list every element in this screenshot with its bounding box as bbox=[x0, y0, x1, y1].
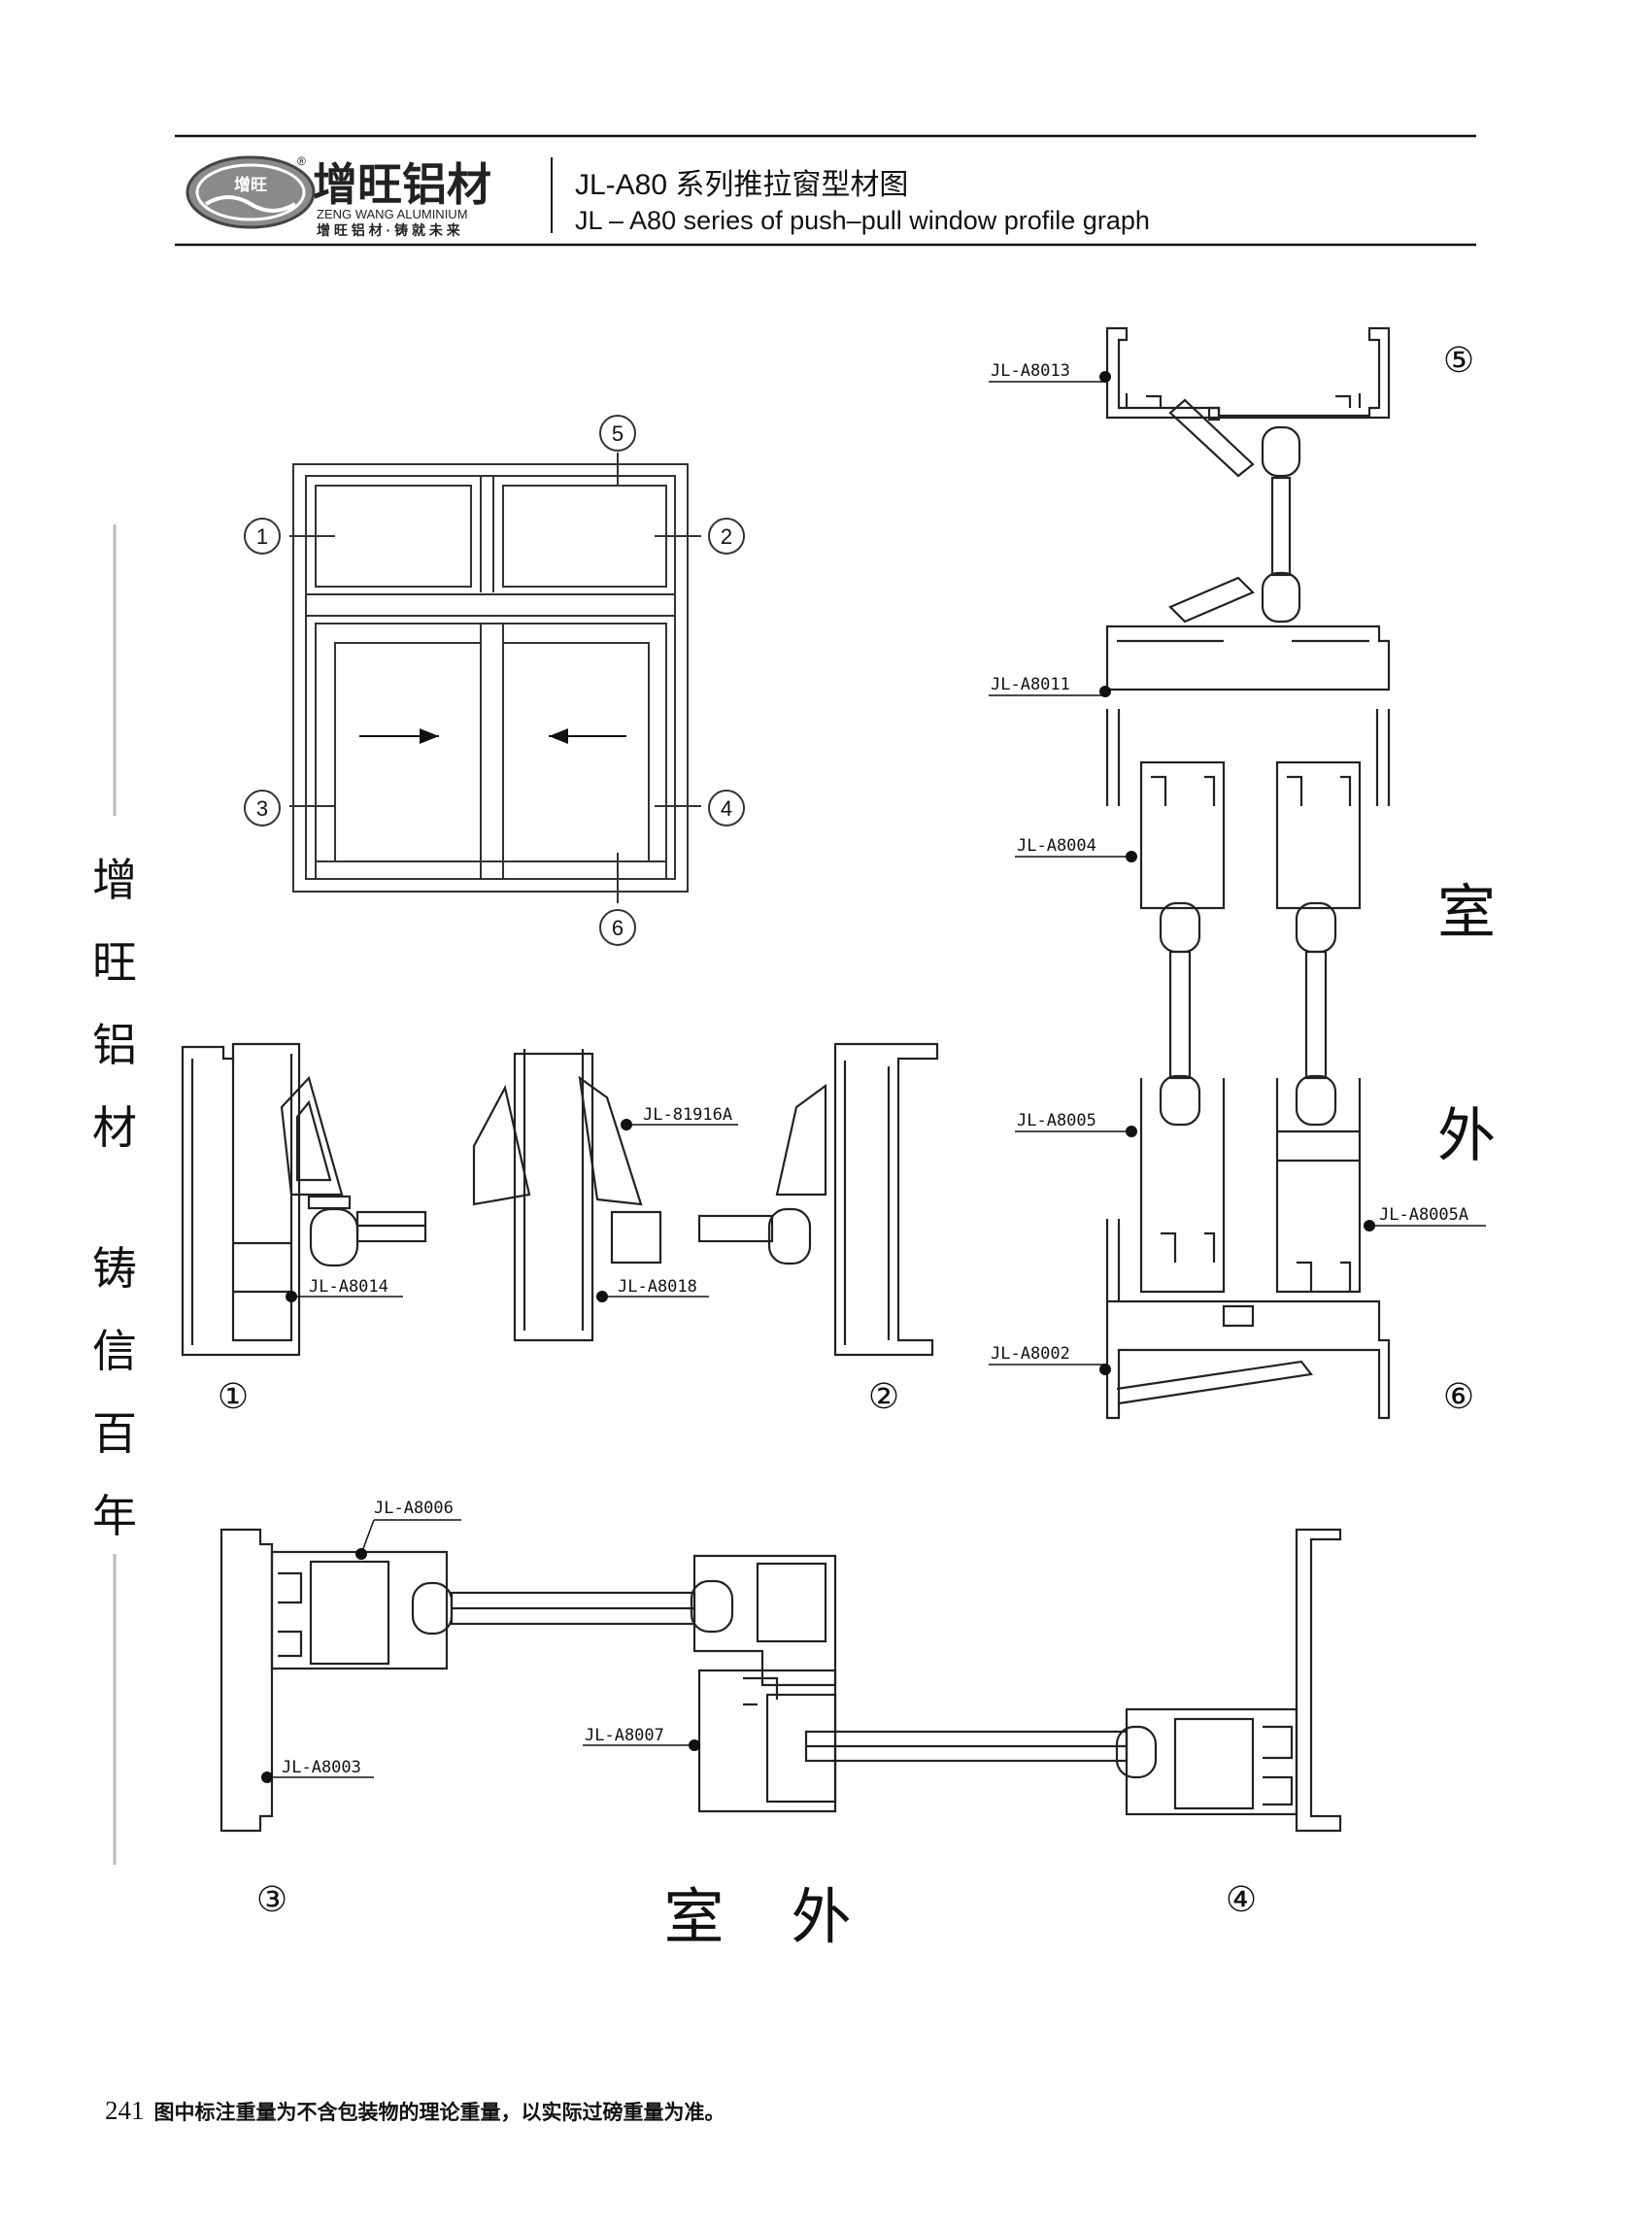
window-elevation bbox=[289, 453, 701, 903]
callout-5-number: 5 bbox=[612, 422, 624, 446]
transom-labels: JL-A8014 JL-A8018 JL-81916A bbox=[286, 1105, 738, 1302]
label-jl-a8005a: JL-A8005A bbox=[1379, 1205, 1468, 1225]
label-jl-a8011: JL-A8011 bbox=[991, 675, 1070, 694]
callout-1 bbox=[244, 518, 281, 555]
label-jl-81916a: JL-81916A bbox=[643, 1105, 732, 1125]
outdoor-label-vertical-1: 室 bbox=[1437, 880, 1496, 945]
jamb-section bbox=[219, 1528, 1342, 1833]
brand-name-en: ZENG WANG ALUMINIUM bbox=[317, 207, 468, 221]
section-marker-4: ④ bbox=[1226, 1880, 1257, 1919]
header: 增旺 ® 增旺铝材 ZENG WANG ALUMINIUM 增 旺 铝 材 · … bbox=[175, 134, 1476, 247]
callout-4-number: 4 bbox=[721, 796, 732, 821]
side-char-2: 旺 bbox=[92, 936, 137, 989]
outdoor-label-vertical-2: 外 bbox=[1437, 1103, 1496, 1168]
callout-4 bbox=[708, 790, 745, 826]
outdoor-label-horizontal: 室 外 bbox=[664, 1884, 852, 1951]
label-jl-a8003: JL-A8003 bbox=[282, 1758, 361, 1777]
window-callout-numbers: 5 1 2 3 4 6 bbox=[256, 422, 732, 940]
vertical-labels: JL-A8013 JL-A8011 JL-A8004 JL-A8005 JL-A… bbox=[989, 361, 1486, 1375]
callout-1-number: 1 bbox=[256, 524, 268, 549]
side-char-3: 铝 bbox=[92, 1019, 137, 1071]
weight-note: 图中标注重量为不含包装物的理论重量，以实际过磅重量为准。 bbox=[153, 2101, 725, 2124]
logo-mark: 增旺 bbox=[234, 175, 267, 194]
section-marker-6: ⑥ bbox=[1443, 1377, 1474, 1416]
label-jl-a8006: JL-A8006 bbox=[374, 1499, 454, 1518]
side-char-6: 信 bbox=[92, 1325, 137, 1377]
side-char-4: 材 bbox=[92, 1101, 137, 1154]
label-jl-a8013: JL-A8013 bbox=[991, 361, 1070, 381]
side-char-7: 百 bbox=[92, 1407, 137, 1460]
brand-logo: 增旺 bbox=[185, 155, 316, 229]
jamb-labels: JL-A8006 JL-A8003 JL-A8007 bbox=[261, 1499, 700, 1783]
callout-2-number: 2 bbox=[721, 524, 732, 549]
brand-slogan: 增 旺 铝 材 · 铸 就 未 来 bbox=[317, 222, 461, 238]
side-char-8: 年 bbox=[92, 1490, 137, 1542]
callout-2 bbox=[708, 518, 745, 555]
section-marker-5: ⑤ bbox=[1443, 341, 1474, 380]
label-jl-a8005: JL-A8005 bbox=[1017, 1111, 1096, 1130]
section-marker-2: ② bbox=[868, 1377, 899, 1416]
section-marker-3: ③ bbox=[256, 1880, 287, 1919]
label-jl-a8004: JL-A8004 bbox=[1017, 836, 1096, 856]
callout-5 bbox=[599, 415, 636, 452]
registered-mark: ® bbox=[297, 154, 306, 168]
header-title-en: JL – A80 series of push–pull window prof… bbox=[575, 206, 1150, 235]
side-char-1: 增 bbox=[92, 854, 137, 906]
vertical-section bbox=[1105, 326, 1391, 1420]
header-title-cn: JL-A80 系列推拉窗型材图 bbox=[575, 169, 908, 201]
label-jl-a8014: JL-A8014 bbox=[309, 1277, 388, 1297]
label-jl-a8007: JL-A8007 bbox=[585, 1726, 664, 1745]
window-callouts bbox=[244, 415, 745, 946]
page-footer: 241 图中标注重量为不含包装物的理论重量，以实际过磅重量为准。 bbox=[105, 2096, 725, 2126]
side-char-5: 铸 bbox=[92, 1242, 137, 1295]
callout-6-number: 6 bbox=[612, 916, 624, 940]
transom-section bbox=[181, 1042, 939, 1357]
label-jl-a8018: JL-A8018 bbox=[618, 1277, 697, 1297]
callout-3-number: 3 bbox=[256, 796, 268, 821]
callout-3 bbox=[244, 790, 281, 826]
label-jl-a8002: JL-A8002 bbox=[991, 1344, 1070, 1364]
section-marker-1: ① bbox=[218, 1377, 249, 1416]
page-number: 241 bbox=[105, 2096, 145, 2125]
callout-6 bbox=[599, 909, 636, 946]
brand-name-cn: 增旺铝材 bbox=[313, 159, 491, 210]
